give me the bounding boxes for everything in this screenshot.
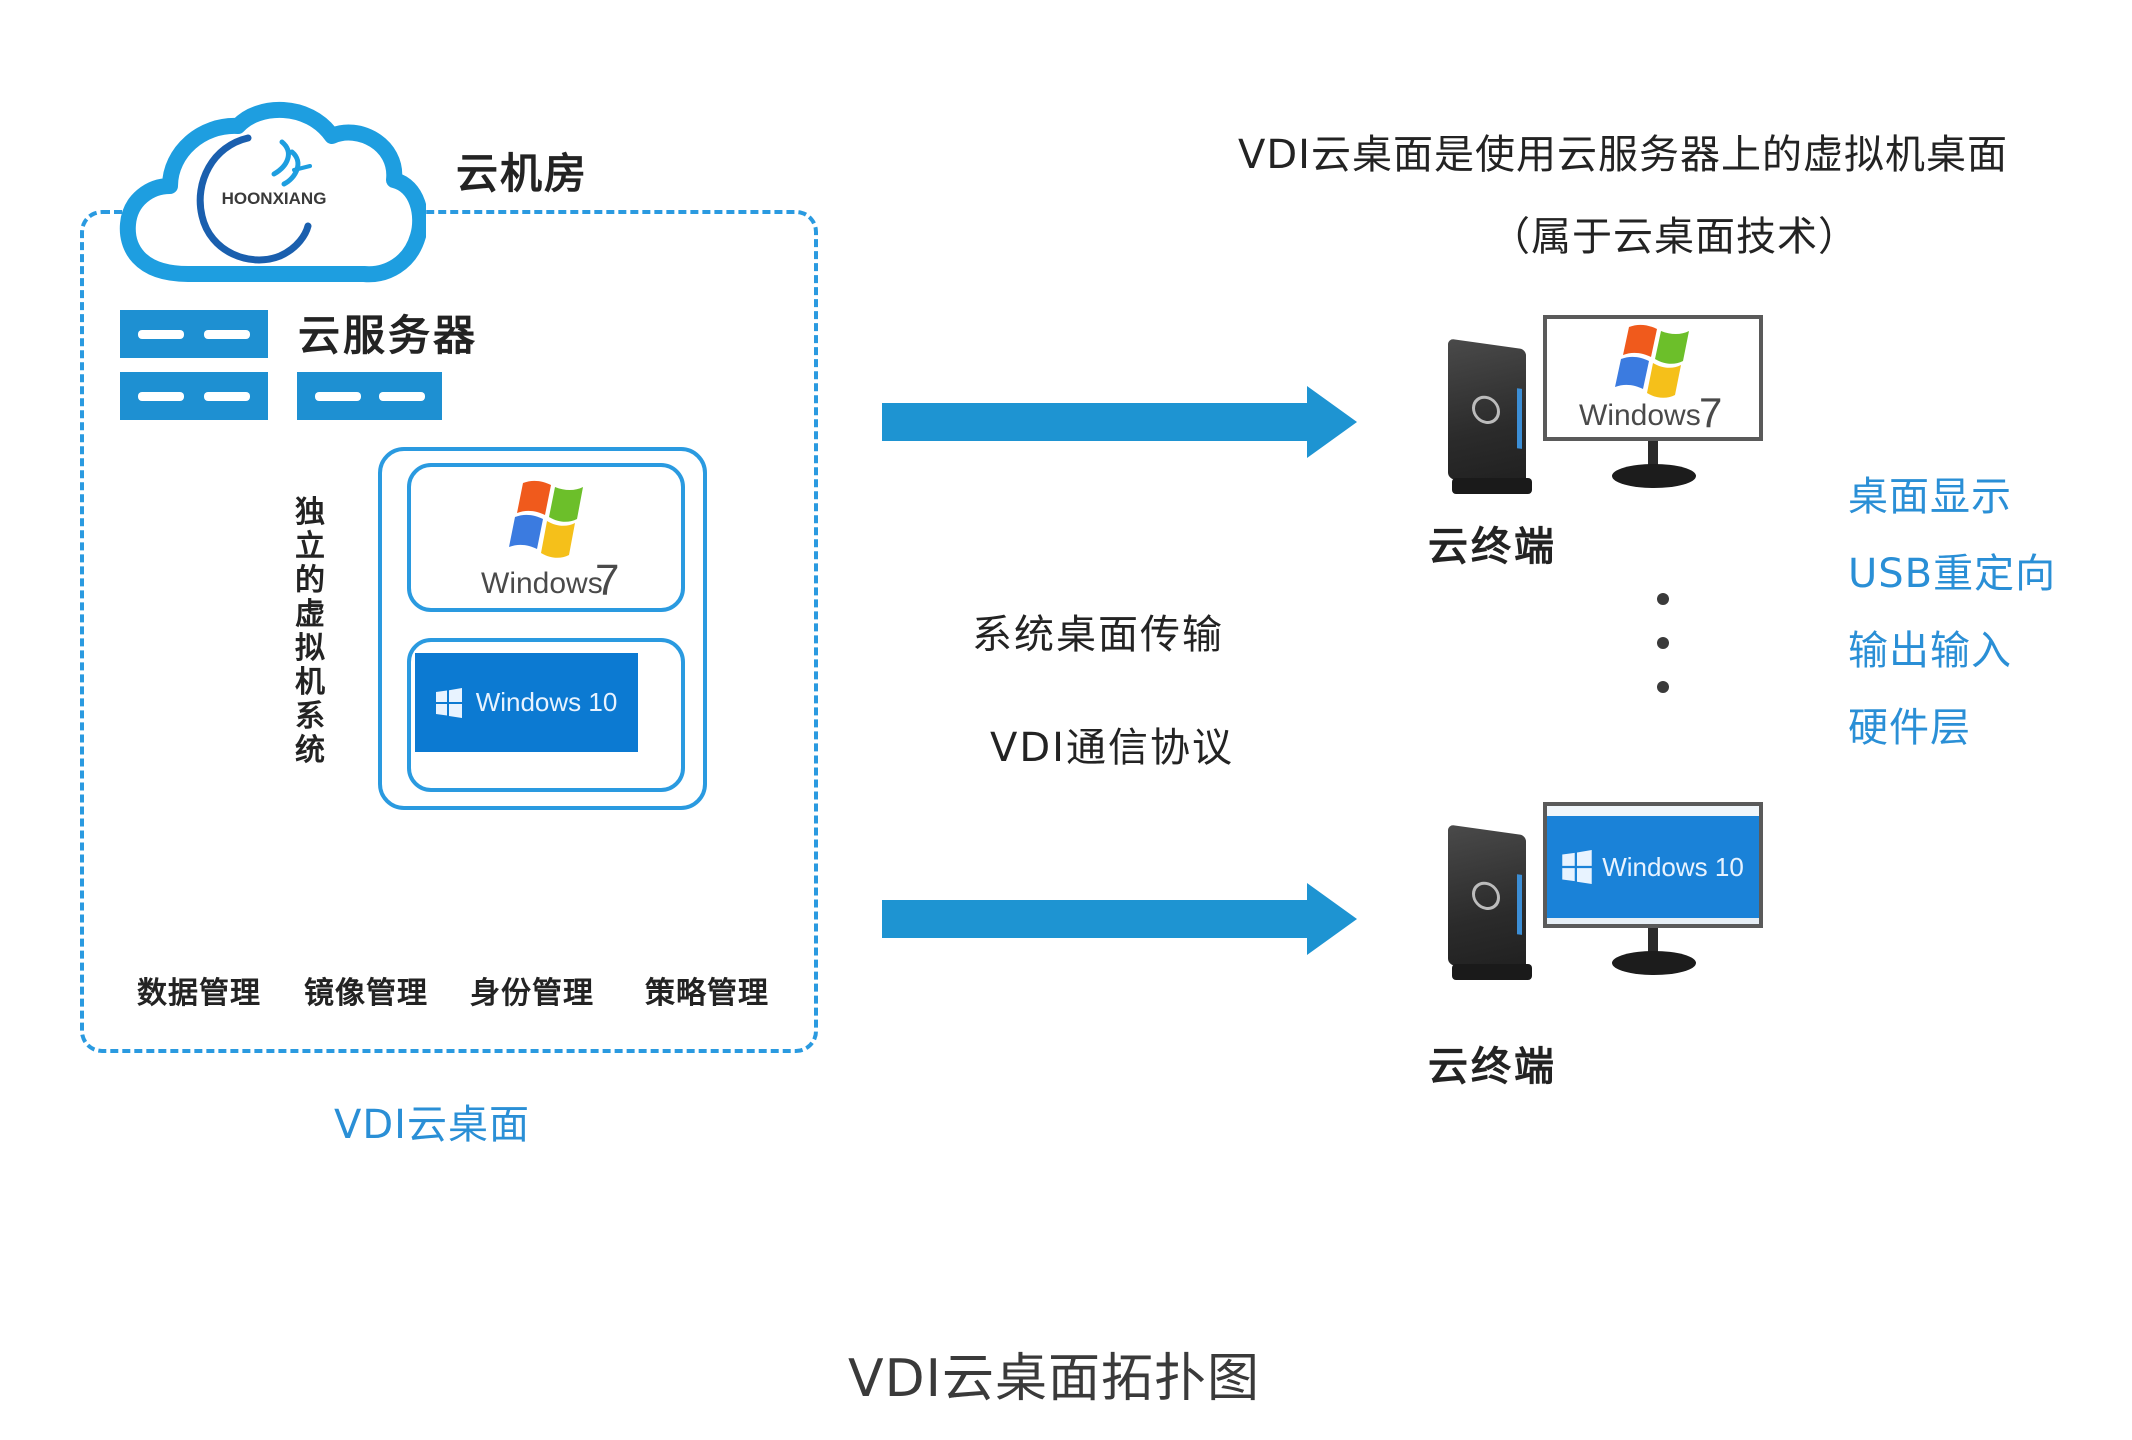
cloud-terminal-label: 云终端 [1428, 1044, 1557, 1090]
vm-system-label: 独立的虚拟机系统 [295, 495, 325, 768]
figure-caption: VDI云桌面拓扑图 [848, 1349, 1260, 1409]
thin-client-stand [1452, 478, 1532, 494]
mgmt-identity: 身份管理 [470, 976, 594, 1011]
windows10-logo-icon [1562, 850, 1592, 884]
server-icon [120, 310, 268, 358]
server-icon [120, 372, 268, 420]
thin-client-icon [1448, 338, 1526, 490]
windows10-tile: Windows 10 [415, 653, 638, 752]
server-icon [297, 372, 442, 420]
monitor-windows7-wordmark: Windows [1579, 399, 1701, 432]
mgmt-image: 镜像管理 [304, 976, 428, 1011]
protocol-desc: VDI通信协议 [990, 725, 1234, 771]
thin-client-icon [1448, 824, 1526, 976]
cloud-server-label: 云服务器 [298, 311, 479, 360]
ellipsis-dot [1657, 593, 1669, 605]
windows7-logo-icon: Windows 7 [1579, 324, 1722, 435]
ellipsis-dot [1657, 637, 1669, 649]
monitor-neck [1648, 441, 1658, 471]
windows10-logo-icon [435, 687, 462, 718]
vdi-cloud-desktop-boundary [80, 210, 818, 1053]
monitor-windows7-version: 7 [1699, 389, 1722, 435]
monitor-windows10: Windows 10 [1543, 802, 1763, 928]
windows7-wordmark: Windows [481, 567, 603, 600]
transport-desc: 系统桌面传输 [972, 612, 1224, 658]
arrow-right-icon [882, 883, 1357, 955]
monitor-windows10-wordmark: Windows 10 [1602, 851, 1744, 882]
windows10-wordmark: Windows 10 [475, 687, 618, 717]
thin-client-stand [1452, 964, 1532, 980]
mgmt-policy: 策略管理 [645, 976, 769, 1011]
feature-io: 输出输入 [1848, 628, 2012, 674]
monitor-base [1612, 951, 1696, 975]
mgmt-data: 数据管理 [137, 976, 261, 1011]
vm-group-frame [378, 447, 707, 810]
vdi-description: VDI云桌面是使用云服务器上的虚拟机桌面 [1238, 132, 2008, 178]
monitor-base [1612, 464, 1696, 488]
feature-usb-redirect: USB重定向 [1848, 551, 2057, 597]
vdi-box-caption: VDI云桌面 [334, 1102, 530, 1148]
monitor-windows7: Windows 7 [1543, 315, 1763, 441]
cloud-terminal-label: 云终端 [1428, 524, 1557, 570]
windows7-version: 7 [595, 556, 619, 605]
windows7-logo-icon: Windows 7 [481, 480, 619, 605]
cloud-room-label: 云机房 [456, 149, 589, 198]
ellipsis-dot [1657, 681, 1669, 693]
vdi-description-note: （属于云桌面技术） [1490, 214, 1859, 260]
cloud-logo-icon: HOONXIANG [119, 102, 426, 283]
arrow-right-icon [882, 386, 1357, 458]
vm-windows7: Windows 7 [407, 463, 685, 612]
monitor-neck [1648, 928, 1658, 958]
feature-desktop-display: 桌面显示 [1848, 474, 2012, 520]
feature-hardware-layer: 硬件层 [1848, 705, 1971, 751]
logo-text: HOONXIANG [222, 189, 327, 208]
